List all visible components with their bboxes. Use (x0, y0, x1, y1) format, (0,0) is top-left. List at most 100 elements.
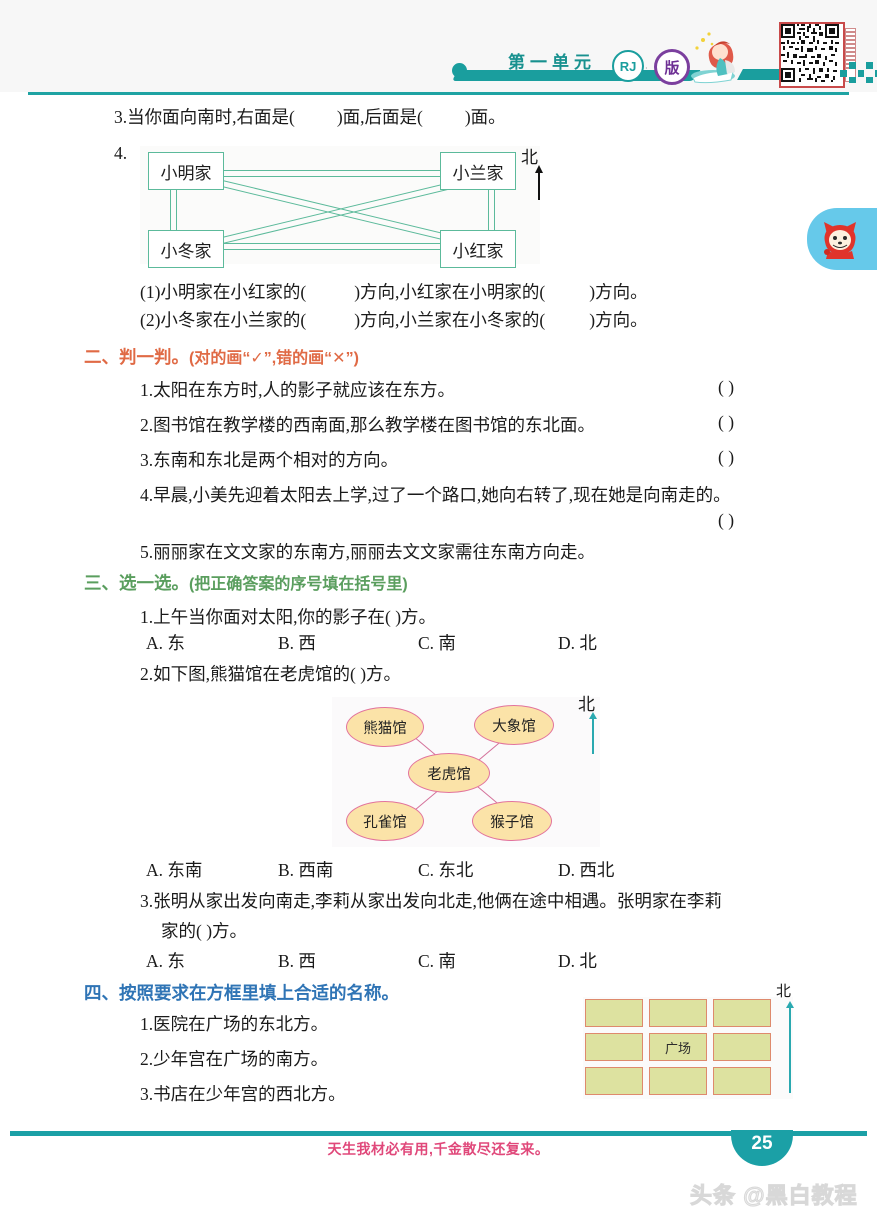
house-box-xiaoming: 小明家 (148, 152, 224, 190)
grid-cell-center-square[interactable]: 广场 (649, 1033, 707, 1061)
item-number: 4. (140, 485, 154, 505)
sub1-lead: (1)小明家在小红家的( (140, 282, 307, 302)
grid-cell-8[interactable] (713, 1067, 771, 1095)
connector-xiaolan-xiaohong (488, 184, 495, 236)
side-mascot-tab (807, 208, 877, 270)
s3q3-option-c[interactable]: C. 南 (418, 951, 456, 971)
grid-cell-5[interactable] (713, 1033, 771, 1061)
section-4-item-1: 1.医院在广场的东北方。 (140, 1011, 328, 1037)
item-text: 东南和东北是两个相对的方向。 (153, 450, 399, 470)
edition-char-badge: 版 (654, 49, 690, 85)
s3q2-option-a[interactable]: A. 东南 (146, 860, 203, 880)
item-text: 早晨,小美先迎着太阳去上学,过了一个路口,她向右转了,现在她是向南走的。 (153, 485, 731, 505)
watermark-text: 头条 @黑白教程 (690, 1183, 858, 1209)
section-2-item-1: 1.太阳在东方时,人的影子就应该在东方。 (140, 377, 455, 402)
section-2-bracket-2[interactable]: ( ) (718, 412, 735, 432)
question-4-sub2: (2)小冬家在小兰家的()方向,小兰家在小冬家的()方向。 (140, 307, 648, 333)
grid-cell-1[interactable] (649, 999, 707, 1027)
s3q3-option-d[interactable]: D. 北 (558, 951, 597, 971)
zoo-node-label: 老虎馆 (427, 766, 471, 783)
zoo-node-elephant: 大象馆 (474, 705, 554, 745)
surfing-girl-mascot-icon (687, 26, 749, 88)
question-3-number: 3. (114, 107, 128, 127)
q4-north-arrow-icon (535, 165, 543, 200)
item-number: 3. (140, 450, 154, 470)
grid-cell-7[interactable] (649, 1067, 707, 1095)
zoo-node-label: 猴子馆 (490, 814, 534, 831)
section-2-heading: 二、判一判。(对的画“✓”,错的画“✕”) (84, 344, 359, 369)
section-2-item-4: 4.早晨,小美先迎着太阳去上学,过了一个路口,她向右转了,现在她是向南走的。 (140, 482, 731, 507)
zoo-direction-diagram: 熊猫馆 大象馆 老虎馆 孔雀馆 猴子馆 (332, 697, 600, 847)
grid-cell-6[interactable] (585, 1067, 643, 1095)
grid-north-label: 北 (776, 984, 792, 1000)
zoo-node-tiger: 老虎馆 (408, 753, 490, 793)
section-4-heading: 四、按照要求在方框里填上合适的名称。 (84, 983, 399, 1003)
unit-banner: 第一单元 RJ · 版 (451, 32, 823, 90)
house-box-xiaolan: 小兰家 (440, 152, 516, 190)
zoo-node-peacock: 孔雀馆 (346, 801, 424, 841)
section-2-bracket-3[interactable]: ( ) (718, 447, 735, 467)
zoo-north-arrow-icon (589, 712, 597, 754)
s3q1-option-d[interactable]: D. 北 (558, 633, 597, 653)
zoo-node-label: 孔雀馆 (363, 814, 407, 831)
s3q1-option-c[interactable]: C. 南 (418, 633, 456, 653)
section-2-bracket-1[interactable]: ( ) (718, 377, 735, 397)
item-text: 张明从家出发向南走,李莉从家出发向北走,他俩在途中相遇。张明家在李莉 (153, 891, 722, 911)
houses-direction-diagram: 小明家 小兰家 小冬家 小红家 (140, 146, 540, 268)
grid-cell-label: 广场 (664, 1040, 691, 1056)
item-number: 3. (140, 891, 154, 911)
section-3-heading: 三、选一选。(把正确答案的序号填在括号里) (84, 570, 408, 595)
section-3-title: 三、选一选。 (84, 573, 189, 593)
qr-code-icon[interactable] (779, 22, 845, 88)
zoo-node-monkey: 猴子馆 (472, 801, 552, 841)
section-2-note: (对的画“✓”,错的画“✕”) (189, 350, 359, 367)
item-number: 1. (140, 380, 154, 400)
item-number: 1. (140, 607, 154, 627)
item-number: 5. (140, 542, 154, 562)
grid-north-arrow-icon (786, 1001, 794, 1093)
grid-cell-0[interactable] (585, 999, 643, 1027)
item-text: 如下图,熊猫馆在老虎馆的( )方。 (153, 664, 402, 684)
grid-cell-3[interactable] (585, 1033, 643, 1061)
s3q2-option-d[interactable]: D. 西北 (558, 860, 615, 880)
question-4-number: 4. (114, 143, 128, 163)
house-label: 小红家 (452, 241, 504, 261)
connector-xiaoming-xiaodong (170, 184, 177, 236)
section-3-question-1: 1.上午当你面对太阳,你的影子在( )方。 (140, 604, 436, 630)
question-4-sub1: (1)小明家在小红家的()方向,小红家在小明家的()方向。 (140, 279, 648, 305)
item-text: 医院在广场的东北方。 (153, 1014, 329, 1034)
grid-cell-2[interactable] (713, 999, 771, 1027)
zoo-node-panda: 熊猫馆 (346, 707, 424, 747)
connector-xiaodong-xiaohong-bottom (218, 243, 442, 250)
banner-dot (452, 63, 467, 78)
header-divider-rule (28, 92, 849, 95)
s3q3-option-a[interactable]: A. 东 (146, 951, 185, 971)
s3q1-option-a[interactable]: A. 东 (146, 633, 185, 653)
question-3-text-c: )面。 (464, 107, 506, 127)
section-2-title: 二、判一判。 (84, 347, 189, 367)
s3q3-option-b[interactable]: B. 西 (278, 951, 316, 971)
item-number: 2. (140, 664, 154, 684)
question-3-text-a: 当你面向南时,右面是( (127, 107, 295, 127)
zoo-node-label: 熊猫馆 (363, 720, 407, 737)
s3q2-option-b[interactable]: B. 西南 (278, 860, 334, 880)
item-text: 上午当你面对太阳,你的影子在( )方。 (153, 607, 437, 627)
section-3-question-2: 2.如下图,熊猫馆在老虎馆的( )方。 (140, 661, 401, 687)
house-label: 小兰家 (452, 163, 504, 183)
section-3-note: (把正确答案的序号填在括号里) (189, 576, 408, 593)
section-2-item-2: 2.图书馆在教学楼的西南面,那么教学楼在图书馆的东北面。 (140, 412, 595, 437)
item-text: 少年宫在广场的南方。 (153, 1049, 329, 1069)
s3q2-option-c[interactable]: C. 东北 (418, 860, 474, 880)
house-label: 小明家 (160, 163, 212, 183)
sub2-lead: (2)小冬家在小兰家的( (140, 310, 307, 330)
footer-motto: 天生我材必有用,千金散尽还复来。 (327, 1141, 550, 1157)
item-number: 2. (140, 1049, 154, 1069)
location-grid-diagram: 广场 (583, 997, 793, 1099)
zoo-node-label: 大象馆 (492, 718, 536, 735)
item-number: 2. (140, 415, 154, 435)
section-2-bracket-4[interactable]: ( ) (718, 510, 735, 530)
s3q1-option-b[interactable]: B. 西 (278, 633, 316, 653)
connector-xiaoming-xiaolan-top (218, 170, 442, 177)
q4-north-label: 北 (521, 148, 538, 167)
item-text: 图书馆在教学楼的西南面,那么教学楼在图书馆的东北面。 (153, 415, 595, 435)
